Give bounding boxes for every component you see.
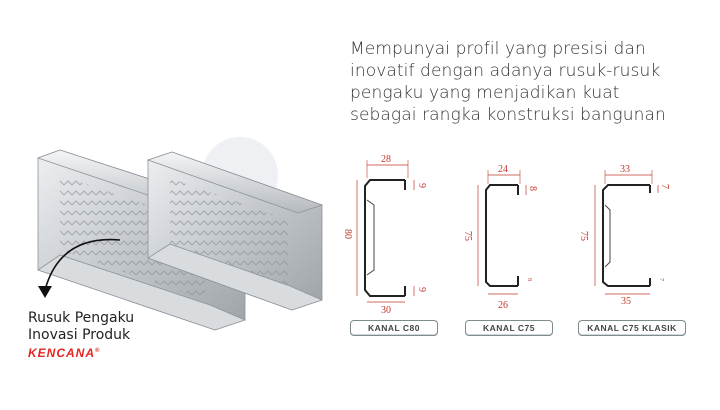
dim-c75-height: 75 — [462, 231, 473, 241]
dim-c80-bottom: 30 — [381, 305, 391, 316]
brand-name: KENCANA — [28, 346, 95, 360]
dim-klasik-lip-top: 7 — [659, 184, 670, 189]
label-kanal-c75-klasik: KANAL C75 KLASIK — [578, 320, 686, 336]
dim-klasik-height: 75 — [578, 231, 589, 241]
dim-klasik-bottom: 35 — [621, 296, 631, 307]
caption-line-1: Rusuk Pengaku — [28, 310, 135, 326]
dim-c80-height: 80 — [342, 229, 353, 239]
caption-line-2: Inovasi Produk — [28, 327, 131, 343]
label-kanal-c75: KANAL C75 — [465, 320, 553, 336]
dim-c75-bottom: 26 — [498, 300, 508, 311]
profile-diagram-c75-klasik: 33 35 75 7 7 — [578, 164, 670, 307]
headline-line-2: inovatif dengan adanya rusuk-rusuk — [350, 61, 661, 81]
arrow-head-icon — [38, 286, 52, 298]
dim-c80-top: 28 — [381, 154, 391, 165]
dim-c80-lip-bottom: 9 — [416, 287, 427, 292]
profile-diagram-c75: 24 26 75 8 8 — [462, 164, 538, 311]
headline-line-4: sebagai rangka konstruksi bangunan — [350, 105, 666, 125]
dim-c75-top: 24 — [498, 164, 508, 175]
dim-c75-lip-bottom: 8 — [526, 278, 532, 281]
caption: Rusuk Pengaku Inovasi Produk — [28, 310, 134, 344]
dim-c75-lip-top: 8 — [527, 186, 538, 191]
dim-klasik-top: 33 — [620, 164, 630, 175]
brand-mark: ® — [95, 348, 101, 354]
pointer-arrow — [44, 238, 121, 291]
dim-c80-lip-top: 9 — [416, 183, 427, 188]
profile-diagram-c80: 28 30 80 9 9 — [342, 154, 427, 316]
dim-klasik-lip-bottom: 7 — [658, 278, 664, 281]
brand-logo: KENCANA® — [28, 346, 100, 360]
headline-line-1: Mempunyai profil yang presisi dan — [350, 39, 646, 59]
label-kanal-c80: KANAL C80 — [350, 320, 438, 336]
headline: Mempunyai profil yang presisi dan inovat… — [350, 38, 710, 126]
headline-line-3: pengaku yang menjadikan kuat — [350, 83, 620, 103]
steel-profile-back — [146, 151, 324, 311]
